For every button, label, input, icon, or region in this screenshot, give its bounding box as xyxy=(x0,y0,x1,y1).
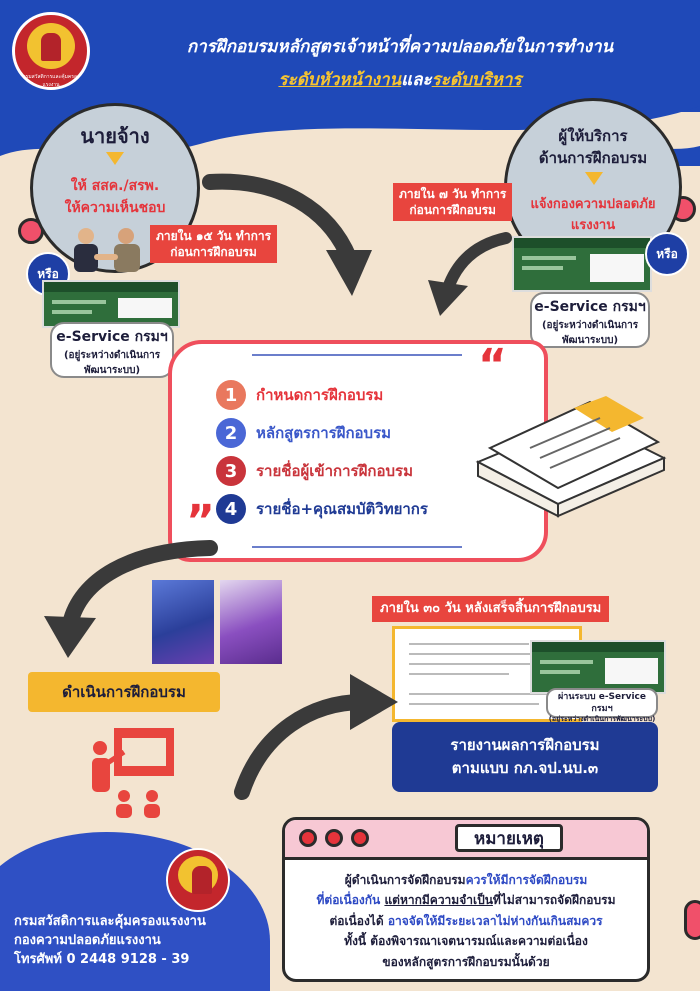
footer-phone: โทรศัพท์ 0 2448 9128 - 39 xyxy=(14,951,190,967)
step-label-2: หลักสูตรการฝึกอบรม xyxy=(256,424,392,442)
note-p4: ทั้งนี้ ต้องพิจารณาเจตนารมณ์และความต่อเน… xyxy=(344,934,588,949)
step-number-2: 2 xyxy=(216,418,246,448)
note-box: หมายเหตุ ผู้ดำเนินการจัดฝึกอบรมควรให้มีก… xyxy=(282,817,650,982)
eservice-screenshot-report xyxy=(530,640,666,694)
card-rule-bottom xyxy=(252,546,462,548)
paper-stack-icon xyxy=(475,396,667,518)
footer-logo-emblem-icon xyxy=(178,856,218,894)
dept-logo: กรมสวัสดิการและคุ้มครองแรงงาน xyxy=(12,12,90,90)
provider-deadline-line1: ภายใน ๗ วัน ทำการ xyxy=(399,187,507,201)
report-title-line2: ตามแบบ กภ.จป.นบ.๓ xyxy=(451,759,599,778)
employer-eservice-pill: e-Service กรมฯ (อยู่ระหว่างดำเนินการ พัฒ… xyxy=(50,322,174,378)
step-number-1: 1 xyxy=(216,380,246,410)
provider-eservice-pill: e-Service กรมฯ (อยู่ระหว่างดำเนินการ พัฒ… xyxy=(530,292,650,348)
footer-line2: กองความปลอดภัยแรงงาน xyxy=(14,932,161,948)
employer-eservice-sub2: พัฒนาระบบ) xyxy=(83,365,141,376)
brochure-cover-2 xyxy=(220,580,282,664)
handshake-people-icon xyxy=(74,228,140,272)
provider-line1: แจ้งกองความปลอดภัย xyxy=(530,197,656,212)
step-label-3: รายชื่อผู้เข้าการฝึกอบรม xyxy=(256,462,413,480)
eservice-screenshot-left xyxy=(42,280,180,328)
logo-emblem-icon xyxy=(27,23,75,69)
report-title-band: รายงานผลการฝึกอบรม ตามแบบ กภ.จป.นบ.๓ xyxy=(392,722,658,792)
provider-title2: ด้านการฝึกอบรม xyxy=(538,149,648,167)
window-dot-icon xyxy=(351,829,369,847)
note-p5: ของหลักสูตรการฝึกอบรมนั้นด้วย xyxy=(382,954,550,969)
down-triangle-icon xyxy=(585,172,603,185)
employer-deadline-line1: ภายใน ๑๕ วัน ทำการ xyxy=(156,229,272,243)
provider-deadline-tag: ภายใน ๗ วัน ทำการ ก่อนการฝึกอบรม xyxy=(393,183,513,222)
note-p3a: ต่อเนื่องได้ xyxy=(329,913,384,928)
decor-dot xyxy=(684,900,700,940)
page-title: การฝึกอบรมหลักสูตรเจ้าหน้าที่ความปลอดภัย… xyxy=(186,37,614,57)
footer-line1: กรมสวัสดิการและคุ้มครองแรงงาน xyxy=(14,914,206,929)
quote-close-icon: ” xyxy=(186,496,215,547)
step-item-4: 4 รายชื่อ+คุณสมบัติวิทยากร xyxy=(216,494,428,524)
employer-line1: ให้ สสค./สรพ. xyxy=(70,178,160,194)
subtitle-level-2: ระดับบริหาร xyxy=(431,70,522,90)
down-triangle-icon xyxy=(106,152,124,165)
provider-title1: ผู้ให้บริการ xyxy=(558,127,628,145)
quote-open-icon: “ xyxy=(478,340,507,391)
conduct-training-label: ดำเนินการฝึกอบรม xyxy=(28,672,220,712)
page-subtitle: ระดับหัวหน้างานและระดับบริหาร xyxy=(110,66,690,93)
subtitle-level-1: ระดับหัวหน้างาน xyxy=(278,70,402,90)
presenter-icon xyxy=(92,728,174,818)
card-rule-top xyxy=(252,354,462,356)
report-eservice-line1: ผ่านระบบ e-Service กรมฯ xyxy=(558,692,646,714)
step-label-4: รายชื่อ+คุณสมบัติวิทยากร xyxy=(256,500,428,518)
note-p2a: ที่ต่อเนื่องกัน xyxy=(316,893,381,908)
employer-eservice-title: e-Service กรมฯ xyxy=(56,329,168,345)
note-p3b: อาจจัดให้มีระยะเวลาไม่ห่างกันเกินสมควร xyxy=(387,913,603,928)
window-dot-icon xyxy=(325,829,343,847)
report-deadline-tag: ภายใน ๓๐ วัน หลังเสร็จสิ้นการฝึกอบรม xyxy=(372,596,610,622)
brochure-cover-1 xyxy=(152,580,214,664)
step-item-3: 3 รายชื่อผู้เข้าการฝึกอบรม xyxy=(216,456,413,486)
arrow-to-report xyxy=(234,674,398,800)
note-body: ผู้ดำเนินการจัดฝึกอบรมควรให้มีการจัดฝึกอ… xyxy=(285,860,647,979)
employer-deadline-line2: ก่อนการฝึกอบรม xyxy=(170,245,257,260)
provider-line2: แรงงาน xyxy=(570,218,616,233)
step-label-1: กำหนดการฝึกอบรม xyxy=(256,386,384,404)
employer-eservice-sub1: (อยู่ระหว่างดำเนินการ xyxy=(63,350,161,361)
note-p2b: แต่หากมีความจำเป็น xyxy=(384,893,493,908)
requirements-card xyxy=(168,340,548,562)
arrow-to-card-left xyxy=(202,173,372,296)
window-dot-icon xyxy=(299,829,317,847)
step-item-2: 2 หลักสูตรการฝึกอบรม xyxy=(216,418,391,448)
footer-logo xyxy=(166,848,230,912)
subtitle-join: และ xyxy=(401,70,432,90)
step-item-1: 1 กำหนดการฝึกอบรม xyxy=(216,380,383,410)
note-title-bar: หมายเหตุ xyxy=(285,820,647,860)
eservice-screenshot-right xyxy=(512,236,652,292)
header-band xyxy=(0,0,700,112)
employer-deadline-tag: ภายใน ๑๕ วัน ทำการ ก่อนการฝึกอบรม xyxy=(150,225,278,264)
footer-contact: กรมสวัสดิการและคุ้มครองแรงงาน กองความปลอ… xyxy=(14,913,206,970)
employer-title: นายจ้าง xyxy=(80,124,150,148)
step-number-3: 3 xyxy=(216,456,246,486)
arrow-to-conduct xyxy=(44,540,218,658)
logo-text: กรมสวัสดิการและคุ้มครองแรงงาน xyxy=(22,74,80,88)
provider-deadline-line2: ก่อนการฝึกอบรม xyxy=(409,203,496,218)
note-title: หมายเหตุ xyxy=(455,824,563,852)
step-number-4: 4 xyxy=(216,494,246,524)
provider-eservice-sub1: (อยู่ระหว่างดำเนินการ xyxy=(541,320,639,331)
note-p1b: ควรให้มีการจัดฝึกอบรม xyxy=(465,873,588,887)
report-eservice-line2: (อยู่ระหว่างดำเนินการพัฒนาระบบ) xyxy=(548,715,656,724)
note-p1a: ผู้ดำเนินการจัดฝึกอบรม xyxy=(344,873,466,887)
provider-eservice-sub2: พัฒนาระบบ) xyxy=(561,335,619,346)
arrow-to-card-right xyxy=(428,232,512,316)
report-title-line1: รายงานผลการฝึกอบรม xyxy=(450,736,600,754)
employer-line2: ให้ความเห็นชอบ xyxy=(64,200,166,216)
note-p2c: ที่ไม่สามารถจัดฝึกอบรม xyxy=(492,893,616,908)
provider-or-badge: หรือ xyxy=(645,232,689,276)
provider-eservice-title: e-Service กรมฯ xyxy=(534,299,646,315)
report-eservice-pill: ผ่านระบบ e-Service กรมฯ (อยู่ระหว่างดำเน… xyxy=(546,688,658,723)
